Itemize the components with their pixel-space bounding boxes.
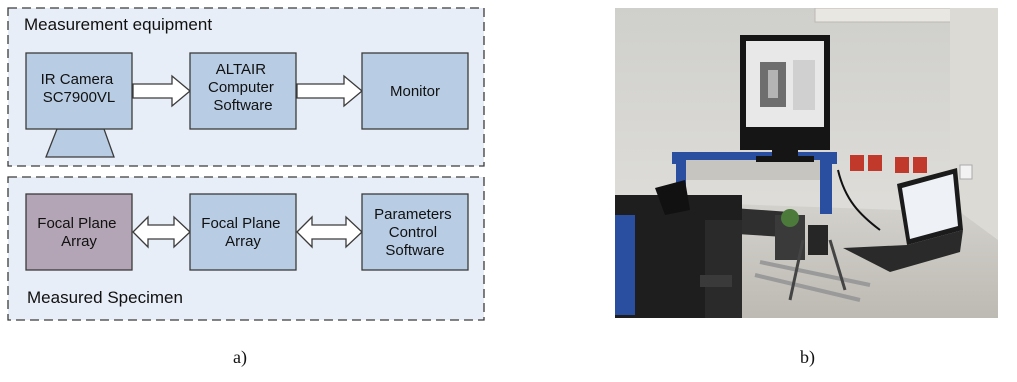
power-socket (868, 155, 882, 171)
focal-plane-array-label: Focal Plane Array (201, 215, 284, 250)
ir-camera-label: IR Camera SC7900VL (41, 71, 118, 106)
focal-plane-array-specimen-label: Focal Plane Array (37, 215, 120, 250)
power-socket (895, 157, 909, 173)
monitor-box (361, 52, 469, 130)
power-socket (850, 155, 864, 171)
focal-plane-array-specimen-box (25, 193, 133, 271)
monitor-label: Monitor (390, 83, 440, 100)
arrow-camera-to-altair (132, 74, 192, 108)
altair-software-label: ALTAIR Computer Software (208, 61, 278, 114)
measurement-equipment-title: Measurement equipment (24, 15, 212, 34)
parameters-control-software-label: Parameters Control Software (374, 206, 456, 259)
panel-b-caption: b) (800, 347, 815, 367)
measured-specimen-title: Measured Specimen (27, 288, 183, 307)
altair-software-box (189, 52, 297, 130)
lab-setup-photo (615, 8, 998, 318)
power-socket (913, 157, 927, 173)
ir-camera-box (25, 52, 133, 130)
parameters-control-software-box (361, 193, 469, 271)
panel-a-caption: a) (233, 347, 247, 367)
focal-plane-array-box (189, 193, 297, 271)
camera-stand-shape (45, 128, 115, 158)
arrow-altair-to-monitor (296, 74, 364, 108)
